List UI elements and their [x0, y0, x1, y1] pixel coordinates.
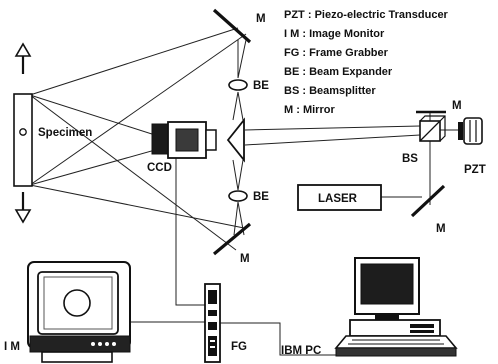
mirror-bottom: M: [212, 222, 252, 265]
beam-prism-to-bs-lower: [244, 134, 421, 146]
legend-item-fg: FG : Frame Grabber: [284, 47, 389, 59]
legend-item-pzt: PZT : Piezo-electric Transducer: [284, 9, 449, 21]
beam-top-vertical-right: [237, 39, 247, 79]
legend-item-im: I M : Image Monitor: [284, 28, 385, 40]
frame-grabber-tower-icon: [204, 283, 221, 363]
laser-box: [297, 184, 382, 211]
legend-item-bs: BS : Beamsplitter: [284, 85, 376, 97]
prism-icon: [226, 117, 245, 163]
im-label: I M: [4, 341, 20, 353]
computer-icon: [334, 257, 458, 357]
specimen-label: Specimen: [38, 127, 92, 139]
be-top-label: BE: [253, 80, 269, 92]
mirror-top-label: M: [256, 13, 266, 25]
bs-label: BS: [402, 153, 418, 165]
pzt-actuator-icon: [458, 117, 483, 145]
legend-item-be: BE : Beam Expander: [284, 66, 393, 78]
be-bottom-label: BE: [253, 191, 269, 203]
cable-ccd-to-fg: [175, 155, 206, 306]
beam-bottom-to-specimen-top: [29, 94, 237, 251]
beam-expander-top: BE: [228, 79, 269, 92]
lens-top-icon: [228, 79, 248, 91]
mirror-bs: M: [416, 100, 462, 114]
mirror-top: M: [212, 8, 266, 44]
specimen-plate: [13, 93, 33, 187]
mirror-bs-label: M: [452, 100, 462, 112]
monitor-icon: [27, 261, 131, 363]
pzt-label: PZT: [464, 164, 486, 176]
ibm-pc-label: IBM PC: [281, 345, 321, 357]
mirror-bottom-icon: [212, 222, 252, 256]
beam-bottom-to-specimen-bottom: [29, 184, 245, 229]
beam-top-to-prism-left: [232, 91, 239, 121]
beam-top-to-specimen-top: [29, 27, 239, 96]
beam-prism-to-bottom-be-left: [232, 159, 239, 191]
beam-bottom-vertical-left: [233, 201, 239, 236]
mirror-laser-icon: [410, 184, 446, 218]
arrow-up-icon: [14, 42, 32, 74]
mirror-top-icon: [212, 8, 252, 44]
beam-expander-bottom: BE: [228, 190, 269, 203]
specimen: Specimen: [13, 42, 92, 224]
mirror-bottom-label: M: [240, 253, 250, 265]
laser-label: LASER: [318, 193, 358, 205]
beam-prism-to-bottom-be-right: [237, 159, 244, 191]
cables: [130, 155, 340, 356]
beamsplitter: BS: [402, 115, 446, 165]
fg-label: FG: [231, 341, 247, 353]
ccd-camera: CCD: [147, 121, 217, 174]
ibm-pc: IBM PC: [281, 257, 458, 357]
ccd-label: CCD: [147, 162, 172, 174]
mirror-laser: M: [410, 184, 446, 235]
frame-grabber: FG: [204, 283, 247, 363]
beam-top-to-prism-right: [237, 91, 244, 121]
mirror-laser-label: M: [436, 223, 446, 235]
laser: LASER: [297, 184, 382, 211]
beamsplitter-cube-icon: [419, 115, 446, 142]
pzt: PZT: [458, 117, 486, 176]
beam-top-to-specimen-bottom: [29, 33, 247, 186]
prism: [226, 117, 245, 163]
cable-fg-to-pc: [220, 322, 340, 356]
image-monitor: I M: [4, 261, 131, 363]
legend: PZT : Piezo-electric Transducer I M : Im…: [284, 9, 449, 116]
camera-icon: [151, 121, 217, 159]
legend-item-m: M : Mirror: [284, 104, 335, 116]
beam-prism-to-bs-upper: [244, 125, 421, 131]
arrow-down-icon: [14, 192, 32, 224]
lens-bottom-icon: [228, 190, 248, 202]
specimen-target-mark: [19, 128, 27, 136]
